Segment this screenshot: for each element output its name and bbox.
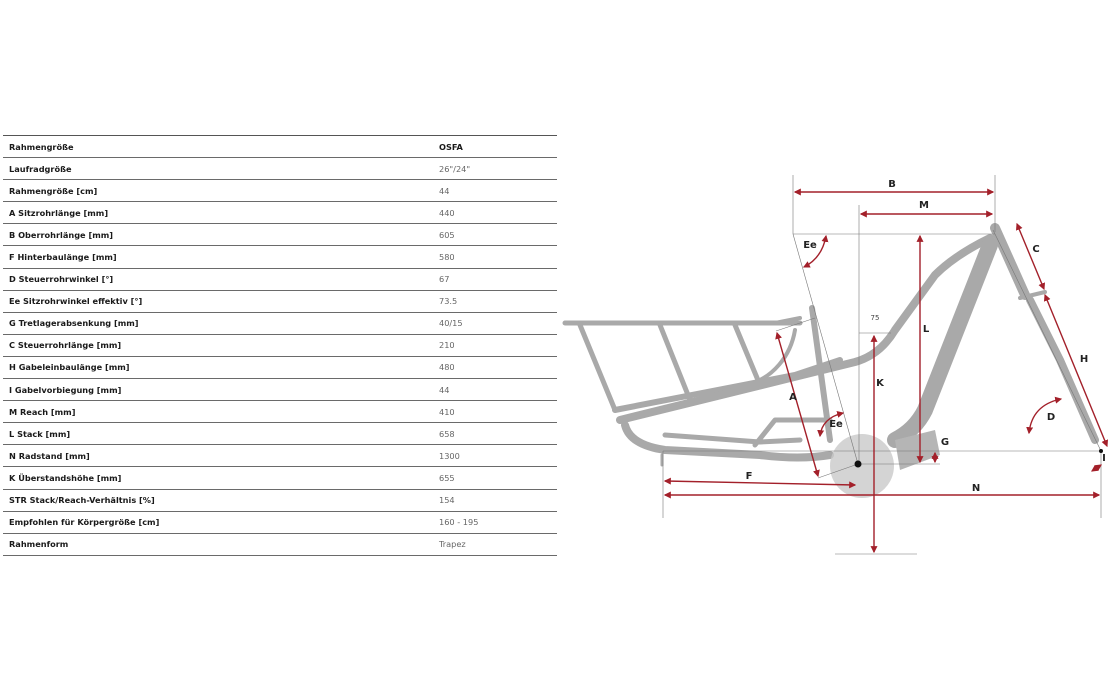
table-row: Laufradgröße 26"/24" (3, 158, 557, 181)
row-label: Empfohlen für Körpergröße [cm] (9, 517, 160, 528)
row-value: OSFA (439, 141, 463, 152)
row-label: STR Stack/Reach-Verhältnis [%] (9, 495, 155, 506)
table-row: Rahmengröße OSFA (3, 136, 557, 159)
table-row: F Hinterbaulänge [mm] 580 (3, 246, 557, 269)
table-row: Rahmengröße [cm] 44 (3, 180, 557, 203)
label-ee-bottom: Ee (829, 419, 843, 430)
label-k: K (876, 378, 885, 389)
geometry-table: Rahmengröße OSFA Laufradgröße 26"/24" Rahmen… (3, 135, 557, 556)
row-value: 160 - 195 (439, 517, 479, 528)
table-row: N Radstand [mm] 1300 (3, 445, 557, 468)
row-label: D Steuerrohrwinkel [°] (9, 274, 114, 285)
row-value: 580 (439, 252, 455, 263)
row-value: 44 (439, 185, 450, 196)
label-g: G (941, 437, 949, 448)
row-value: 73.5 (439, 296, 458, 307)
row-label: Ee Sitzrohrwinkel effektiv [°] (9, 296, 143, 307)
label-seat-offset: 75 (871, 314, 880, 322)
row-value: 67 (439, 274, 450, 285)
row-label: I Gabelvorbiegung [mm] (9, 384, 122, 395)
table-row: M Reach [mm] 410 (3, 401, 557, 424)
dimension-labels: B M Ee C L 75 A K Ee D H G F N I (746, 179, 1106, 494)
table-row: Empfohlen für Körpergröße [cm] 160 - 195 (3, 512, 557, 534)
label-c: C (1032, 244, 1039, 255)
table-row: L Stack [mm] 658 (3, 423, 557, 446)
table-row: K Überstandshöhe [mm] 655 (3, 467, 557, 490)
row-value: 40/15 (439, 318, 463, 329)
row-value: 605 (439, 229, 455, 240)
construction-lines (662, 175, 1102, 555)
label-l: L (923, 324, 930, 335)
table-row: H Gabeleinbaulänge [mm] 480 (3, 357, 557, 380)
row-label: Rahmengröße [cm] (9, 185, 98, 196)
table-row: B Oberrohrlänge [mm] 605 (3, 224, 557, 247)
row-label: H Gabeleinbaulänge [mm] (9, 362, 130, 373)
label-b: B (888, 179, 896, 190)
row-label: N Radstand [mm] (9, 450, 90, 461)
table-row: C Steuerrohrlänge [mm] 210 (3, 335, 557, 357)
row-value: 1300 (439, 450, 460, 461)
label-h: H (1080, 354, 1088, 365)
label-m: M (919, 200, 929, 211)
label-a: A (789, 392, 797, 403)
row-label: G Tretlagerabsenkung [mm] (9, 318, 139, 329)
row-label: K Überstandshöhe [mm] (9, 472, 122, 483)
label-d: D (1047, 412, 1055, 423)
dimension-arrows (663, 188, 1109, 554)
row-value: 410 (439, 406, 455, 417)
row-label: L Stack [mm] (9, 428, 71, 439)
row-value: 210 (439, 340, 455, 351)
label-ee-top: Ee (803, 240, 817, 251)
table-row: D Steuerrohrwinkel [°] 67 (3, 269, 557, 291)
row-label: F Hinterbaulänge [mm] (9, 252, 117, 263)
row-label: Rahmengröße (9, 141, 74, 152)
row-value: 480 (439, 362, 455, 373)
row-label: Laufradgröße (9, 163, 72, 174)
table-row: Rahmenform Trapez (3, 534, 557, 556)
bottom-bracket-point (854, 460, 862, 468)
row-value: 658 (439, 428, 455, 439)
row-value: 44 (439, 384, 450, 395)
table-row: A Sitzrohrlänge [mm] 440 (3, 202, 557, 225)
row-value: 655 (439, 472, 455, 483)
table-row: G Tretlagerabsenkung [mm] 40/15 (3, 313, 557, 335)
table-row: STR Stack/Reach-Verhältnis [%] 154 (3, 490, 557, 512)
table-row: Ee Sitzrohrwinkel effektiv [°] 73.5 (3, 291, 557, 313)
row-label: Rahmenform (9, 539, 69, 550)
row-label: M Reach [mm] (9, 406, 76, 417)
bike-frame (562, 223, 1099, 498)
row-value: 440 (439, 207, 455, 218)
label-n: N (972, 483, 980, 494)
row-label: C Steuerrohrlänge [mm] (9, 340, 122, 351)
row-value: 26"/24" (439, 163, 471, 174)
row-value: 154 (439, 495, 455, 506)
row-label: A Sitzrohrlänge [mm] (9, 207, 109, 218)
label-f: F (746, 471, 753, 482)
label-i: I (1102, 453, 1106, 464)
row-label: B Oberrohrlänge [mm] (9, 229, 114, 240)
table-row: I Gabelvorbiegung [mm] 44 (3, 379, 557, 402)
row-value: Trapez (439, 539, 466, 550)
